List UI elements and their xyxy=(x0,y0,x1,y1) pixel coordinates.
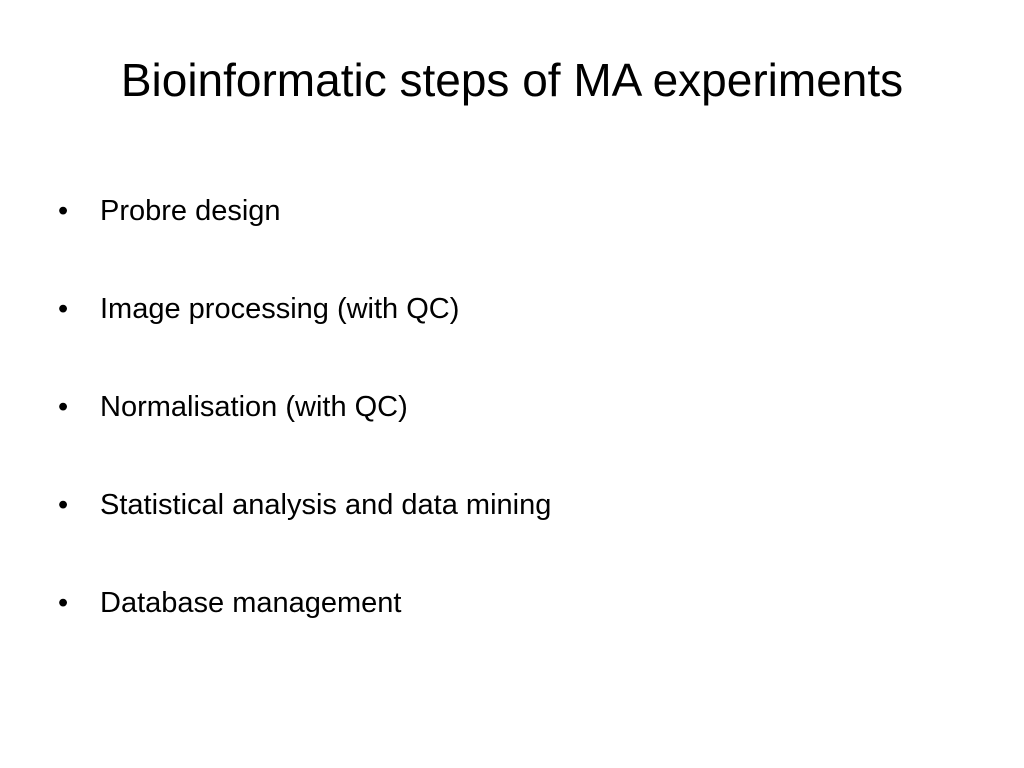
bullet-text: Probre design xyxy=(100,195,281,227)
bullet-icon: • xyxy=(58,587,69,619)
bullet-item: • Image processing (with QC) xyxy=(58,288,551,386)
bullet-text: Statistical analysis and data mining xyxy=(100,489,552,521)
bullet-list: • Probre design • Image processing (with… xyxy=(58,190,551,680)
bullet-icon: • xyxy=(58,195,69,227)
bullet-item: • Normalisation (with QC) xyxy=(58,386,551,484)
bullet-icon: • xyxy=(58,489,69,521)
bullet-text: Database management xyxy=(100,587,402,619)
bullet-icon: • xyxy=(58,293,69,325)
bullet-item: • Probre design xyxy=(58,190,551,288)
bullet-item: • Database management xyxy=(58,582,551,680)
bullet-text: Normalisation (with QC) xyxy=(100,391,408,423)
slide-title: Bioinformatic steps of MA experiments xyxy=(120,54,904,106)
bullet-text: Image processing (with QC) xyxy=(100,293,460,325)
bullet-icon: • xyxy=(58,391,69,423)
bullet-item: • Statistical analysis and data mining xyxy=(58,484,551,582)
